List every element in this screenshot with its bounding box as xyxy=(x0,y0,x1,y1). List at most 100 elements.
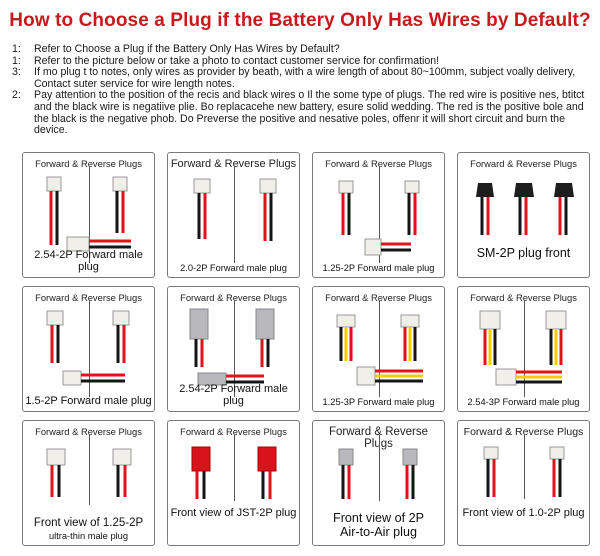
caption-sub: Air-to-Air plug xyxy=(340,525,417,539)
connector-icon xyxy=(400,314,420,328)
card-caption: SM-2P plug front xyxy=(476,246,571,260)
card-divider xyxy=(523,301,525,397)
card-caption: Front view of 1.0-2P plug xyxy=(462,507,585,519)
caption-main: Front view of 1.25-2P xyxy=(33,517,144,529)
plug-card-sm-2p: Forward & Reverse Plugs SM-2P plug front xyxy=(457,152,590,278)
card-header: Forward & Reverse Plugs xyxy=(35,426,142,437)
card-divider xyxy=(378,167,380,263)
plug-card-2.0-2p: Forward & Reverse Plugs 2.0-2P Forward m… xyxy=(167,152,300,278)
plug-illustration xyxy=(476,183,574,235)
card-divider xyxy=(378,435,380,501)
connector-icon xyxy=(545,310,567,330)
connector-icon xyxy=(193,178,211,194)
sm-connector-icon xyxy=(476,183,494,197)
plug-illustration xyxy=(338,448,418,499)
connector-icon xyxy=(112,310,130,326)
card-header: Forward & Reverse Plugs xyxy=(325,158,432,169)
plug-illustration xyxy=(479,310,567,386)
note-text: If mo plug t to notes, only wires as pro… xyxy=(34,66,576,90)
connector-icon xyxy=(112,176,128,192)
note-text: Refer to the picture below or take a pho… xyxy=(34,54,440,67)
connector-side-icon xyxy=(62,370,82,386)
plug-illustration xyxy=(338,180,420,256)
card-header: Forward & Reverse Plugs xyxy=(470,292,577,303)
card-header: Forward & Reverse Plugs xyxy=(35,292,142,303)
card-caption: Front view of 2P Air-to-Air plug xyxy=(313,511,444,539)
card-divider xyxy=(233,301,235,397)
plug-card-1.25-2p-ultra-thin: Forward & Reverse Plugs Front view of 1.… xyxy=(22,420,155,546)
plug-card-2.54-2p: Forward & Reverse Plugs 2.54-2P Forward … xyxy=(22,152,155,278)
caption-sub: ultra-thin male plug xyxy=(48,531,129,541)
connector-icon xyxy=(549,446,565,460)
plug-illustration xyxy=(191,446,277,499)
card-caption: 1.25-2P Forward male plug xyxy=(322,263,435,273)
card-caption: 2.54-3P Forward male plug xyxy=(467,397,580,407)
connector-side-icon xyxy=(356,366,376,386)
note-text: Pay attention to the position of the rec… xyxy=(34,89,585,137)
card-caption: 2.54-2P Forward male plug xyxy=(34,249,143,273)
plug-grid: Forward & Reverse Plugs 2.54-2P Forward … xyxy=(22,152,600,556)
card-divider xyxy=(233,435,235,501)
card-caption: 1.5-2P Forward male plug xyxy=(25,395,152,407)
jst-connector-icon xyxy=(257,446,277,472)
connector-icon xyxy=(404,180,420,194)
card-divider xyxy=(523,435,525,499)
connector-icon xyxy=(338,448,354,466)
card-divider xyxy=(233,167,235,263)
card-header: Forward & Reverse Plugs xyxy=(470,158,577,169)
plug-illustration xyxy=(189,308,275,386)
connector-icon xyxy=(189,308,209,340)
card-caption: Front view of 1.25-2P ultra-thin male pl… xyxy=(23,517,154,543)
connector-icon xyxy=(336,314,356,328)
connector-side-icon xyxy=(197,372,227,386)
card-header: Forward & Reverse Plugs xyxy=(35,158,142,169)
connector-icon xyxy=(483,446,499,460)
card-header: Forward & Reverse Plugs xyxy=(180,292,287,303)
note-number: 2: xyxy=(12,89,21,102)
note-item: 3: If mo plug t to notes, only wires as p… xyxy=(12,66,592,90)
card-header: Forward & Reverse Plugs xyxy=(170,158,297,170)
caption-main: Front view of 2P xyxy=(333,511,424,525)
note-number: 3: xyxy=(12,66,21,79)
plug-card-1.25-3p: Forward & Reverse Plugs 1.25-3P Forward … xyxy=(312,286,445,412)
card-header: Forward & Reverse Plugs xyxy=(325,292,432,303)
jst-connector-icon xyxy=(191,446,211,472)
card-caption: Front view of JST-2P plug xyxy=(170,507,297,519)
plug-card-1.25-2p: Forward & Reverse Plugs 1.25-2P Forward … xyxy=(312,152,445,278)
connector-icon xyxy=(46,310,64,326)
card-header: Forward & Reverse Plugs xyxy=(180,426,287,437)
note-item: 2: Pay attention to the position of the r… xyxy=(12,90,592,136)
plug-illustration xyxy=(193,178,277,241)
sm-connector-icon xyxy=(554,183,574,197)
connector-icon xyxy=(46,448,66,466)
connector-icon xyxy=(479,310,501,330)
plug-illustration xyxy=(336,314,423,386)
card-divider xyxy=(88,435,90,505)
notes-list: 1: Refer to Choose a Plug if the Battery … xyxy=(12,43,592,137)
note-number: 1: xyxy=(12,43,21,55)
note-item: 1: Refer to the picture below or take a p… xyxy=(12,54,592,68)
connector-side-icon xyxy=(66,236,90,252)
card-caption: 2.0-2P Forward male plug xyxy=(180,263,287,273)
connector-icon xyxy=(259,178,277,194)
connector-side-icon xyxy=(364,238,382,256)
note-number: 1: xyxy=(12,54,21,67)
card-header: Forward & Reverse Plugs xyxy=(463,426,584,438)
connector-side-icon xyxy=(495,368,517,386)
card-caption: 2.54-2P Forward male plug xyxy=(179,383,288,407)
connector-icon xyxy=(46,176,62,192)
connector-icon xyxy=(338,180,354,194)
card-divider xyxy=(88,301,90,397)
plug-card-2.54-3p: Forward & Reverse Plugs 2.54-3P Forward … xyxy=(457,286,590,412)
plug-illustration xyxy=(46,176,131,252)
sm-connector-icon xyxy=(514,183,534,197)
plug-card-jst-2p: Forward & Reverse Plugs Front view of JS… xyxy=(167,420,300,546)
plug-card-1.5-2p: Forward & Reverse Plugs 1.5-2P Forward m… xyxy=(22,286,155,412)
plug-card-2.54-2p-gray: Forward & Reverse Plugs 2.54-2P Forward … xyxy=(167,286,300,412)
note-text: Refer to Choose a Plug if the Battery On… xyxy=(34,43,340,55)
plug-illustration xyxy=(483,446,565,497)
plug-illustration xyxy=(46,448,132,497)
connector-icon xyxy=(255,308,275,340)
connector-icon xyxy=(112,448,132,466)
card-divider xyxy=(88,167,90,263)
